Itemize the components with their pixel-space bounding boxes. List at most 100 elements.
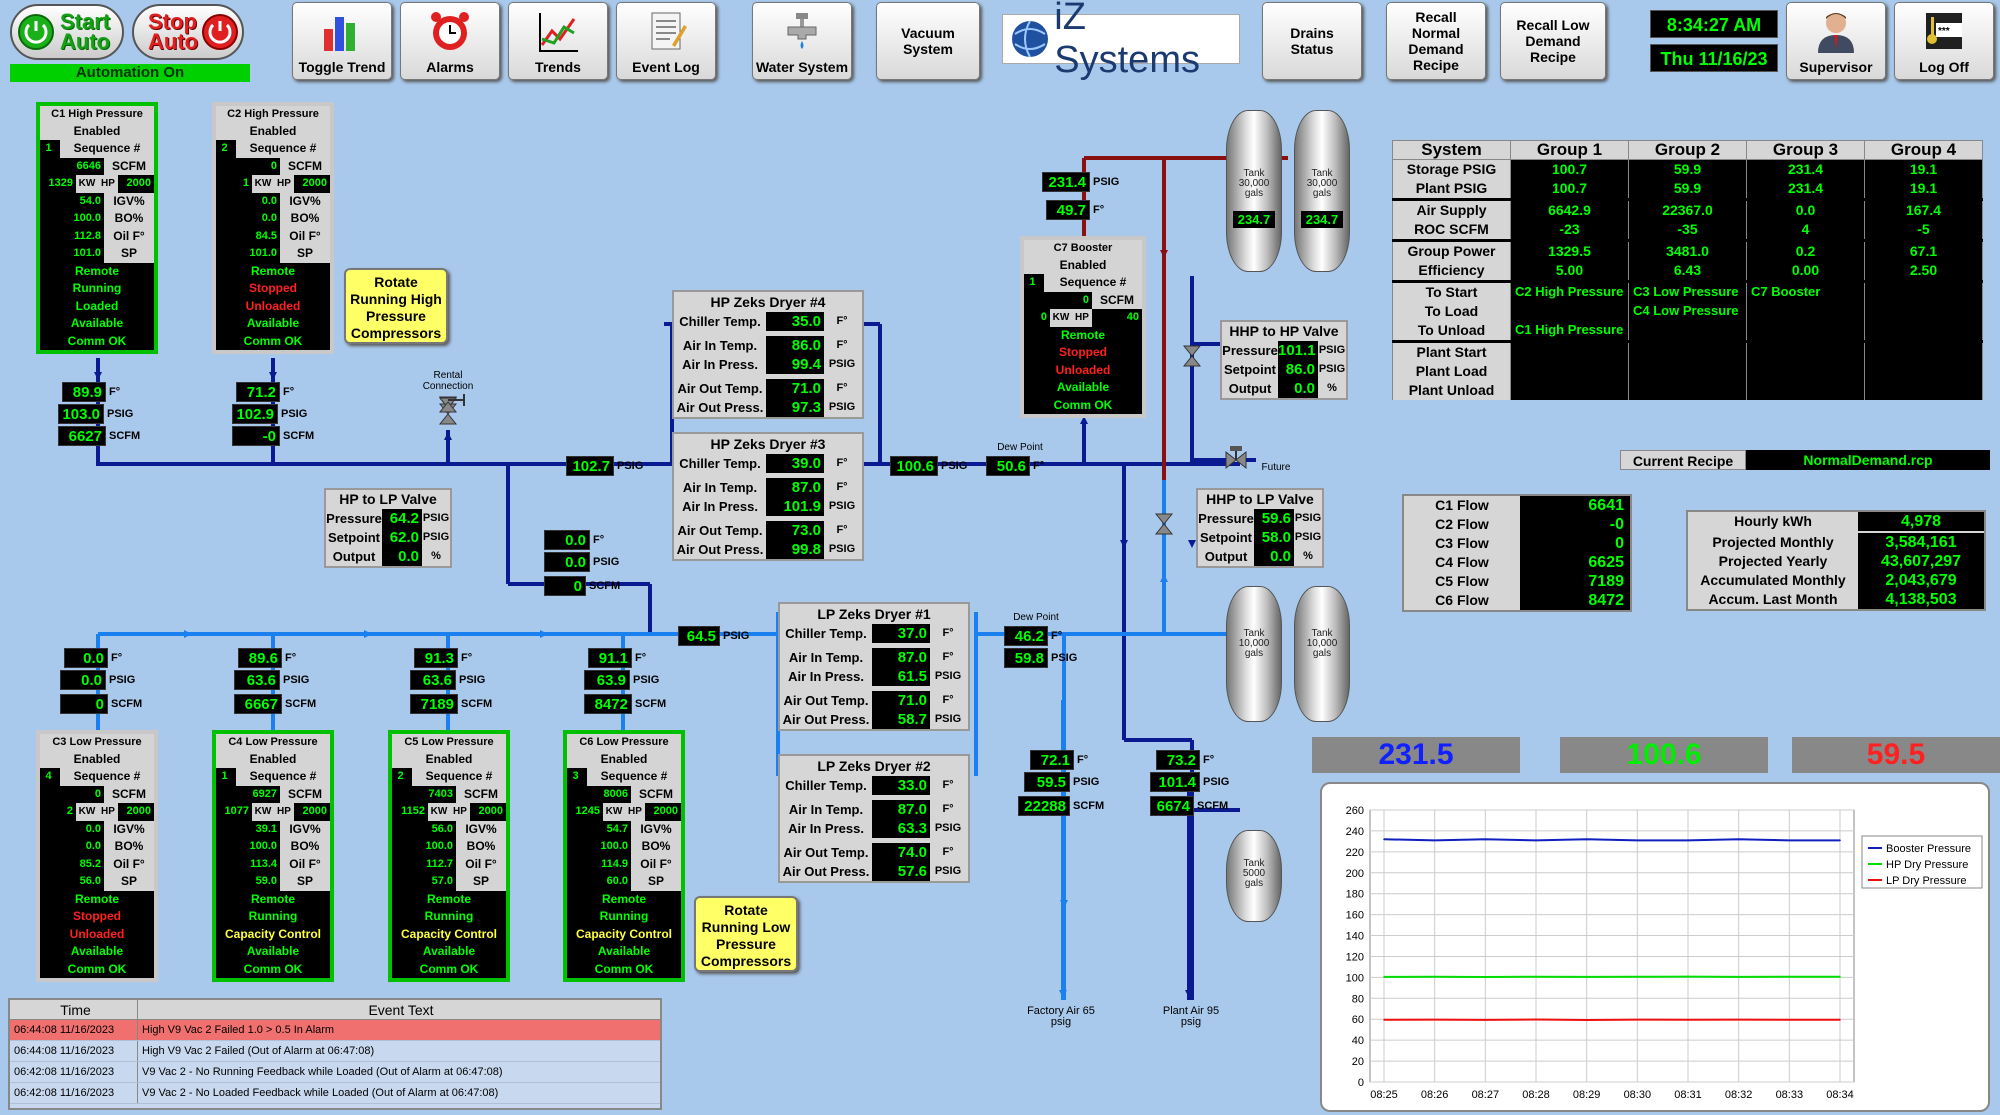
compressor-scfm-unit: SCFM: [280, 157, 330, 175]
roc-scfm-g3: 4: [1746, 219, 1865, 239]
dryer-value-air_out_press: 99.8: [766, 540, 824, 559]
chart-point: [1383, 976, 1385, 978]
to-unload-g2: [1628, 320, 1747, 340]
compressor-temp-value: 89.6: [238, 648, 282, 668]
dryer-label-air_out_press: Air Out Press.: [676, 542, 764, 557]
compressor-enabled: Enabled: [40, 123, 154, 140]
flow-row: C2 Flow-0: [1404, 515, 1630, 534]
dryer-label-air_in_temp: Air In Temp.: [682, 480, 758, 495]
water-system-button[interactable]: Water System: [752, 2, 852, 80]
vacuum-system-button[interactable]: Vacuum System: [876, 2, 980, 80]
chart-x-tick-label: 08:25: [1370, 1089, 1398, 1101]
compressor-flow-value: -0: [232, 426, 280, 446]
tank-30000-a: Tank 30,000 gals 234.7: [1226, 110, 1282, 272]
kwh-label: Accumulated Monthly: [1700, 572, 1846, 588]
chart-point: [1383, 838, 1385, 841]
to-unload-g3: [1746, 320, 1865, 340]
factory-air-scfm: 22288: [1018, 796, 1070, 816]
booster-seq-label: Sequence #: [1044, 274, 1142, 292]
dryer-value-air_in_press: 61.5: [872, 667, 930, 686]
plant-air-label: Plant Air 95 psig: [1162, 1005, 1220, 1028]
flow-value: 8472: [1520, 591, 1630, 610]
chart-y-tick-label: 40: [1352, 1035, 1364, 1047]
toggle-trend-label: Toggle Trend: [298, 59, 386, 75]
compressor-scfm: 0: [94, 787, 101, 800]
event-log-button[interactable]: Event Log: [616, 2, 716, 80]
plant-unload-g2: [1628, 380, 1747, 400]
chart-x-tick-label: 08:27: [1472, 1089, 1500, 1101]
compressor-kw: 1245: [575, 805, 600, 817]
compressor-flow-unit: SCFM: [285, 698, 317, 710]
valve-unit-setpoint: PSIG: [1294, 531, 1322, 543]
plant-start-label: Plant Start: [1392, 342, 1511, 362]
log-off-button[interactable]: *** Log Off: [1894, 2, 1994, 80]
dryer-value-air_out_press: 97.3: [766, 398, 824, 417]
efficiency-g1: 5.00: [1510, 260, 1629, 280]
alarms-button[interactable]: Alarms: [400, 2, 500, 80]
event-header-time: Time: [10, 1000, 138, 1019]
rotate-lp-button[interactable]: Rotate Running Low Pressure Compressors: [694, 896, 798, 972]
dryer-unit-air_in_press: PSIG: [934, 822, 962, 834]
dryer-value-air_in_temp: 87.0: [872, 648, 930, 667]
trends-button[interactable]: Trends: [508, 2, 608, 80]
storage-psig-g3: 231.4: [1746, 159, 1865, 179]
bypass-psig: 0.0: [544, 552, 590, 572]
tank-10000-a-label-2: 10,000: [1238, 638, 1270, 649]
hp-dry-unit: PSIG: [941, 460, 968, 472]
system-header-group4: Group 4: [1864, 140, 1983, 160]
compressor-oil-unit: Oil F°: [456, 855, 506, 873]
recall-low-demand-button[interactable]: Recall Low Demand Recipe: [1500, 2, 1606, 80]
event-time: 06:42:08 11/16/2023: [10, 1083, 138, 1103]
drains-status-button[interactable]: Drains Status: [1262, 2, 1362, 80]
valve-unit-output: %: [431, 550, 441, 562]
dryer-label-air_in_press: Air In Press.: [788, 669, 864, 684]
compressor-kw: 1077: [224, 805, 249, 817]
compressor-temp-value: 0.0: [64, 648, 108, 668]
tank-30000-b-label-3: gals: [1312, 188, 1332, 199]
system-group-table: System Group 1 Group 2 Group 3 Group 4 S…: [1392, 140, 1983, 400]
compressor-temp-unit: F°: [109, 386, 121, 398]
rotate-hp-button[interactable]: Rotate Running High Pressure Compressors: [344, 268, 448, 344]
chart-point: [1535, 1018, 1537, 1021]
compressor-psig-unit: PSIG: [283, 674, 310, 686]
efficiency-g2: 6.43: [1628, 260, 1747, 280]
alarm-clock-icon: [431, 12, 469, 50]
toggle-trend-button[interactable]: Toggle Trend: [292, 2, 392, 80]
supervisor-button[interactable]: Supervisor: [1786, 2, 1886, 80]
tank-30000-b-label-1: Tank: [1311, 168, 1333, 179]
recall-normal-demand-button[interactable]: Recall Normal Demand Recipe: [1386, 2, 1486, 80]
dryer-title: LP Zeks Dryer #2: [780, 756, 968, 776]
valve-label-pressure: Pressure: [1198, 511, 1254, 526]
